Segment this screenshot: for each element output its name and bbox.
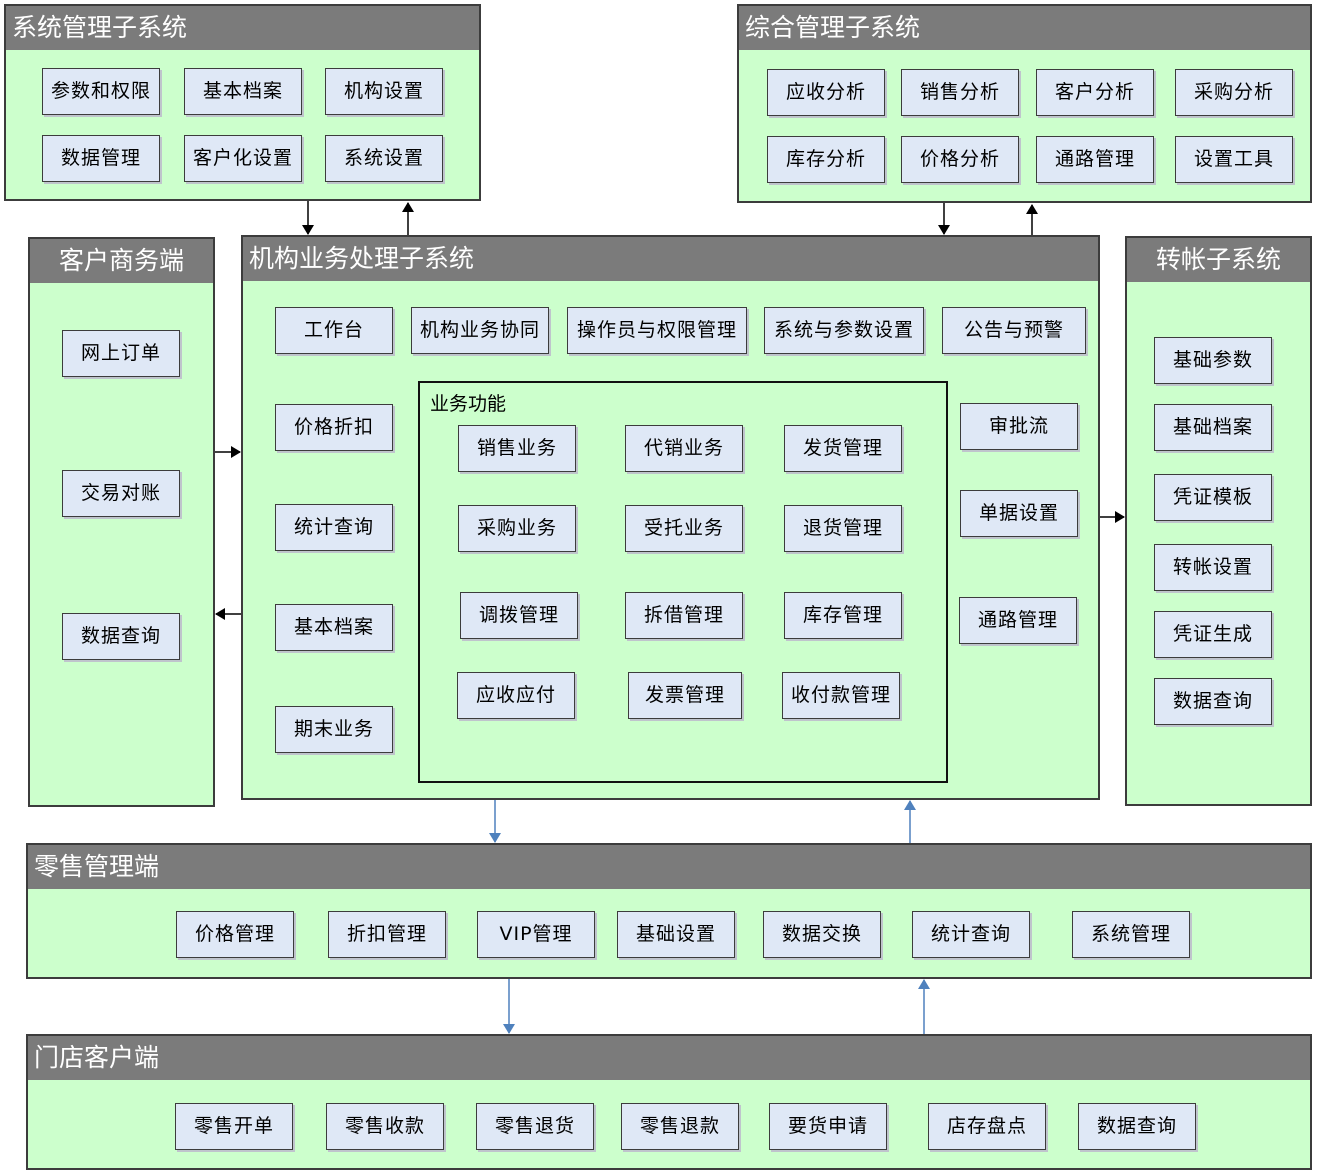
item-stat-query[interactable]: 统计查询 — [275, 504, 393, 551]
item-sales-analysis[interactable]: 销售分析 — [901, 69, 1019, 116]
item-data-query[interactable]: 数据查询 — [62, 613, 180, 660]
item-receivable-payable[interactable]: 应收应付 — [457, 672, 575, 719]
transfer-title: 转帐子系统 — [1127, 238, 1310, 282]
item-data-query-store[interactable]: 数据查询 — [1078, 1103, 1196, 1150]
item-data-exchange[interactable]: 数据交换 — [763, 911, 881, 958]
org-biz-title: 机构业务处理子系统 — [243, 237, 1098, 281]
item-data-query-transfer[interactable]: 数据查询 — [1154, 678, 1272, 725]
item-stat-query-retail[interactable]: 统计查询 — [912, 911, 1030, 958]
item-purchase-business[interactable]: 采购业务 — [458, 505, 576, 552]
item-price-analysis[interactable]: 价格分析 — [901, 136, 1019, 183]
item-invoice-mgmt[interactable]: 发票管理 — [628, 672, 742, 719]
item-receivable-analysis[interactable]: 应收分析 — [767, 69, 885, 116]
item-transaction-reconcile[interactable]: 交易对账 — [62, 470, 180, 517]
item-document-settings[interactable]: 单据设置 — [960, 490, 1078, 537]
item-voucher-template[interactable]: 凭证模板 — [1154, 474, 1272, 521]
item-period-end[interactable]: 期末业务 — [275, 706, 393, 753]
item-org-settings[interactable]: 机构设置 — [325, 68, 443, 115]
item-basic-archive-org[interactable]: 基本档案 — [275, 604, 393, 651]
store-client-panel: 门店客户端 零售开单 零售收款 零售退货 零售退款 要货申请 店存盘点 数据查询 — [26, 1034, 1312, 1170]
item-system-mgmt-retail[interactable]: 系统管理 — [1072, 911, 1190, 958]
item-approval-flow[interactable]: 审批流 — [960, 403, 1078, 450]
item-lending-mgmt[interactable]: 拆借管理 — [625, 592, 743, 639]
item-discount-mgmt[interactable]: 折扣管理 — [328, 911, 446, 958]
system-mgmt-title: 系统管理子系统 — [6, 6, 479, 50]
item-channel-management[interactable]: 通路管理 — [1036, 136, 1154, 183]
system-mgmt-panel: 系统管理子系统 参数和权限 基本档案 机构设置 数据管理 客户化设置 系统设置 — [4, 4, 481, 201]
item-price-mgmt[interactable]: 价格管理 — [176, 911, 294, 958]
item-operator-permissions[interactable]: 操作员与权限管理 — [567, 307, 747, 354]
retail-mgmt-title: 零售管理端 — [28, 845, 1310, 889]
comprehensive-mgmt-panel: 综合管理子系统 应收分析 销售分析 客户分析 采购分析 库存分析 价格分析 通路… — [737, 4, 1312, 203]
item-channel-mgmt-org[interactable]: 通路管理 — [959, 597, 1077, 644]
store-client-title: 门店客户端 — [28, 1036, 1310, 1080]
item-data-management[interactable]: 数据管理 — [42, 135, 160, 182]
item-retail-order[interactable]: 零售开单 — [175, 1103, 293, 1150]
item-payment-mgmt[interactable]: 收付款管理 — [782, 672, 900, 719]
item-setup-tools[interactable]: 设置工具 — [1175, 136, 1293, 183]
item-vip-mgmt[interactable]: VIP管理 — [477, 911, 595, 958]
item-system-params[interactable]: 系统与参数设置 — [764, 307, 924, 354]
item-purchase-analysis[interactable]: 采购分析 — [1175, 69, 1293, 116]
item-system-settings[interactable]: 系统设置 — [325, 135, 443, 182]
item-sales-business[interactable]: 销售业务 — [458, 425, 576, 472]
item-customer-analysis[interactable]: 客户分析 — [1036, 69, 1154, 116]
item-params-permissions[interactable]: 参数和权限 — [42, 68, 160, 115]
item-online-order[interactable]: 网上订单 — [62, 330, 180, 377]
item-retail-collection[interactable]: 零售收款 — [326, 1103, 444, 1150]
item-stock-request[interactable]: 要货申请 — [769, 1103, 887, 1150]
customer-biz-panel: 客户商务端 网上订单 交易对账 数据查询 — [28, 237, 215, 807]
retail-mgmt-panel: 零售管理端 价格管理 折扣管理 VIP管理 基础设置 数据交换 统计查询 系统管… — [26, 843, 1312, 979]
item-customization[interactable]: 客户化设置 — [184, 135, 302, 182]
item-basic-params[interactable]: 基础参数 — [1154, 337, 1272, 384]
item-notice-alert[interactable]: 公告与预警 — [942, 307, 1086, 354]
item-workbench[interactable]: 工作台 — [275, 307, 393, 354]
item-price-discount[interactable]: 价格折扣 — [275, 404, 393, 451]
item-org-collaboration[interactable]: 机构业务协同 — [411, 307, 549, 354]
item-retail-refund[interactable]: 零售退款 — [621, 1103, 739, 1150]
item-voucher-generate[interactable]: 凭证生成 — [1154, 611, 1272, 658]
item-inventory-mgmt[interactable]: 库存管理 — [784, 592, 902, 639]
item-basic-settings[interactable]: 基础设置 — [617, 911, 735, 958]
item-transfer-settings[interactable]: 转帐设置 — [1154, 544, 1272, 591]
business-functions-box: 业务功能 销售业务 代销业务 发货管理 采购业务 受托业务 退货管理 调拨管理 … — [418, 381, 948, 783]
item-transfer-mgmt[interactable]: 调拨管理 — [460, 592, 578, 639]
item-retail-return[interactable]: 零售退货 — [476, 1103, 594, 1150]
item-basic-archive[interactable]: 基本档案 — [184, 68, 302, 115]
item-inventory-analysis[interactable]: 库存分析 — [767, 136, 885, 183]
comprehensive-mgmt-title: 综合管理子系统 — [739, 6, 1310, 50]
item-return-mgmt[interactable]: 退货管理 — [784, 505, 902, 552]
org-biz-panel: 机构业务处理子系统 工作台 机构业务协同 操作员与权限管理 系统与参数设置 公告… — [241, 235, 1100, 800]
item-consignment-business[interactable]: 代销业务 — [625, 425, 743, 472]
customer-biz-title: 客户商务端 — [30, 239, 213, 283]
item-store-inventory[interactable]: 店存盘点 — [928, 1103, 1046, 1150]
transfer-panel: 转帐子系统 基础参数 基础档案 凭证模板 转帐设置 凭证生成 数据查询 — [1125, 236, 1312, 806]
item-basic-archive-transfer[interactable]: 基础档案 — [1154, 404, 1272, 451]
business-functions-title: 业务功能 — [430, 393, 507, 415]
item-delivery-mgmt[interactable]: 发货管理 — [784, 425, 902, 472]
item-commission-business[interactable]: 受托业务 — [625, 505, 743, 552]
